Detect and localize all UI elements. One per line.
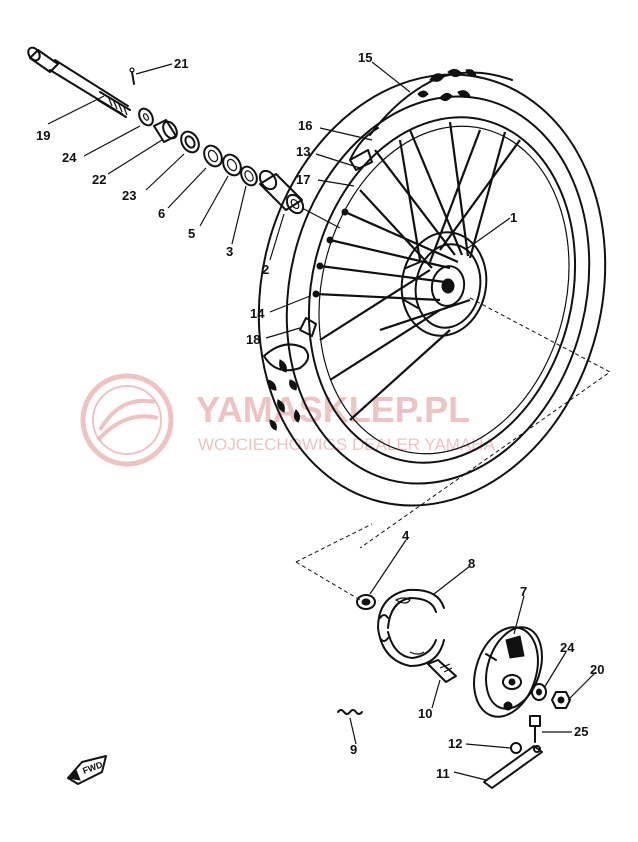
watermark-logo: [80, 373, 174, 467]
projection-line-hub-right: [359, 297, 611, 549]
spring: [337, 709, 363, 715]
callout-22: 22: [92, 172, 106, 187]
fwd-direction-tag: FWD: [66, 755, 107, 785]
callout-9: 9: [350, 742, 357, 757]
callout-1: 1: [510, 210, 517, 225]
callout-18: 18: [246, 332, 260, 347]
callout-15: 15: [358, 50, 372, 65]
callout-25: 25: [574, 724, 588, 739]
callout-11: 11: [436, 766, 450, 781]
callout-21: 21: [174, 56, 188, 71]
collar: [153, 119, 178, 143]
tire: [257, 73, 607, 507]
callout-13: 13: [296, 144, 310, 159]
axle-nut: [551, 691, 571, 709]
callout-8: 8: [468, 556, 475, 571]
bearing-6: [203, 144, 223, 168]
oil-seal: [180, 130, 200, 154]
bearing-3: [240, 165, 258, 187]
leader-lines: [47, 61, 597, 781]
callout-3: 3: [226, 244, 233, 259]
front-axle: [27, 46, 131, 118]
watermark: YAMASKLEP.PL WOJCIECHOWIGS DEALER YAMAHA: [80, 373, 496, 467]
callout-24-brake: 24: [560, 640, 575, 655]
bearing-5: [222, 153, 242, 177]
valve-stem: [263, 317, 317, 372]
cam-lever-bolt: [529, 715, 541, 743]
callout-23: 23: [122, 188, 136, 203]
spoke-nipples: [312, 208, 349, 298]
callout-12: 12: [448, 736, 462, 751]
brake-shoes: [377, 588, 445, 667]
rim: [307, 116, 577, 464]
hub: [400, 231, 488, 337]
spacer: [258, 169, 305, 215]
camshaft: [427, 659, 457, 683]
brake-plate: [473, 626, 543, 718]
cam-lever-nut: [510, 742, 522, 754]
callout-19: 19: [36, 128, 50, 143]
watermark-tagline: WOJCIECHOWIGS DEALER YAMAHA: [198, 435, 496, 454]
callout-20: 20: [590, 662, 604, 677]
brake-washer: [531, 683, 547, 701]
tire-inner-edge: [285, 95, 591, 485]
callout-6: 6: [158, 206, 165, 221]
callouts: 21 15 16 13 17 1 19 24 22 23 6 5 3 2 14 …: [36, 50, 604, 781]
callout-16: 16: [298, 118, 312, 133]
projection-line-left: [295, 561, 361, 601]
callout-17: 17: [296, 172, 310, 187]
callout-10: 10: [418, 706, 432, 721]
axle-washer: [138, 107, 154, 127]
rim-inner: [318, 125, 570, 455]
callout-4: 4: [402, 528, 410, 543]
cotter-pin: [129, 67, 135, 85]
wheel-assembly: [257, 68, 607, 507]
callout-24-axle: 24: [62, 150, 77, 165]
projection-line-left-top: [295, 523, 373, 563]
brake-seal: [356, 594, 376, 610]
callout-14: 14: [250, 306, 265, 321]
spokes: [315, 121, 521, 421]
callout-7: 7: [520, 584, 527, 599]
callout-5: 5: [188, 226, 195, 241]
callout-2: 2: [262, 262, 269, 277]
cam-lever: [483, 745, 543, 789]
